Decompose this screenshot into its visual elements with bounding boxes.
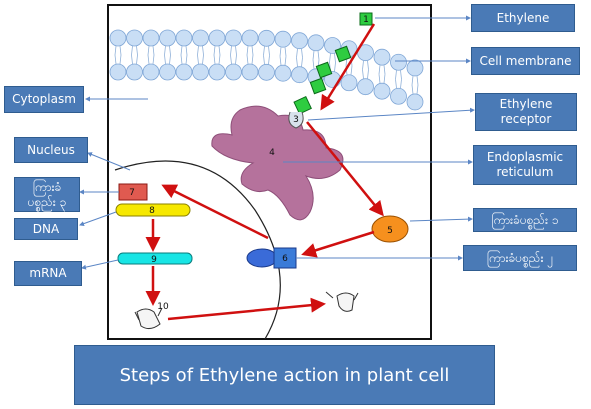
step-5: 5 [387,226,393,236]
lipid-head [258,29,275,47]
lipid-head [208,63,226,81]
lipid-head [208,29,226,47]
lipid-head [406,59,424,77]
lipid-head [175,63,193,81]
label-endoplasmic-reticulum: Endoplasmic reticulum [473,145,577,185]
lipid-head [258,63,275,81]
step-8: 8 [149,206,155,216]
lipid-head [109,63,127,81]
lipid-head [192,29,209,47]
lipid-head [274,64,292,82]
ethylene-molecule [309,77,327,95]
label-cytoplasm: Cytoplasm [4,86,84,113]
label-dna: DNA [14,218,78,240]
cell-membrane [109,29,424,111]
step-4: 4 [269,148,275,158]
lipid-head [159,29,176,47]
lipid-head [291,32,308,50]
lipid-head [241,63,259,81]
dna-strand [115,203,191,217]
nucleus-envelope [114,160,281,340]
ethylene-bound [293,95,312,115]
label-protein-6: ကြားခံပစ္စည်း ၂ [463,245,577,271]
protein-6-left [246,248,278,268]
lipid-head [357,78,374,96]
lipid-head [175,29,193,47]
lipid-head [241,29,259,47]
pathway-arrows [145,23,384,321]
enzyme-10 [134,307,163,330]
enzyme-product [325,291,359,312]
lipid-head [390,53,407,71]
lipid-head [373,82,391,100]
lipid-head [126,63,143,81]
step-3: 3 [293,115,299,125]
label-ethylene: Ethylene [471,4,575,32]
lipid-head [291,66,308,84]
step-7: 7 [129,188,135,198]
lipid-head [142,63,160,81]
lipid-head [225,29,242,47]
protein-5 [371,215,409,243]
label-protein-7: ကြားခံ ပစ္စည်း ၃ [14,177,80,212]
ethylene-molecule [315,61,333,79]
lipid-head [159,63,176,81]
lipid-head [340,74,358,92]
lipid-head [225,63,242,81]
step-9: 9 [151,255,157,265]
caption: Steps of Ethylene action in plant cell [74,345,495,405]
lipid-head [109,29,127,47]
ethylene-molecule [359,12,373,26]
lipid-head [192,63,209,81]
ethylene-molecule [334,45,352,63]
step-10: 10 [157,302,169,312]
lipid-head [142,29,160,47]
label-mrna: mRNA [14,261,82,286]
label-ethylene-receptor: Ethylene receptor [475,93,577,131]
ethylene-receptor-shape [288,111,304,129]
lipid-head [390,87,407,105]
label-cell-membrane: Cell membrane [471,47,580,75]
lipid-head [307,34,325,52]
step-1: 1 [363,15,369,25]
lipid-head [406,93,424,111]
label-nucleus: Nucleus [14,137,88,163]
lipid-head [274,30,292,48]
step-6: 6 [282,254,288,264]
mrna-strand [117,252,193,265]
label-protein-5: ကြားခံပစ္စည်း ၁ [473,208,577,232]
lipid-head [126,29,143,47]
label-connectors [79,15,475,270]
lipid-head [373,48,391,66]
endoplasmic-reticulum [211,105,344,221]
